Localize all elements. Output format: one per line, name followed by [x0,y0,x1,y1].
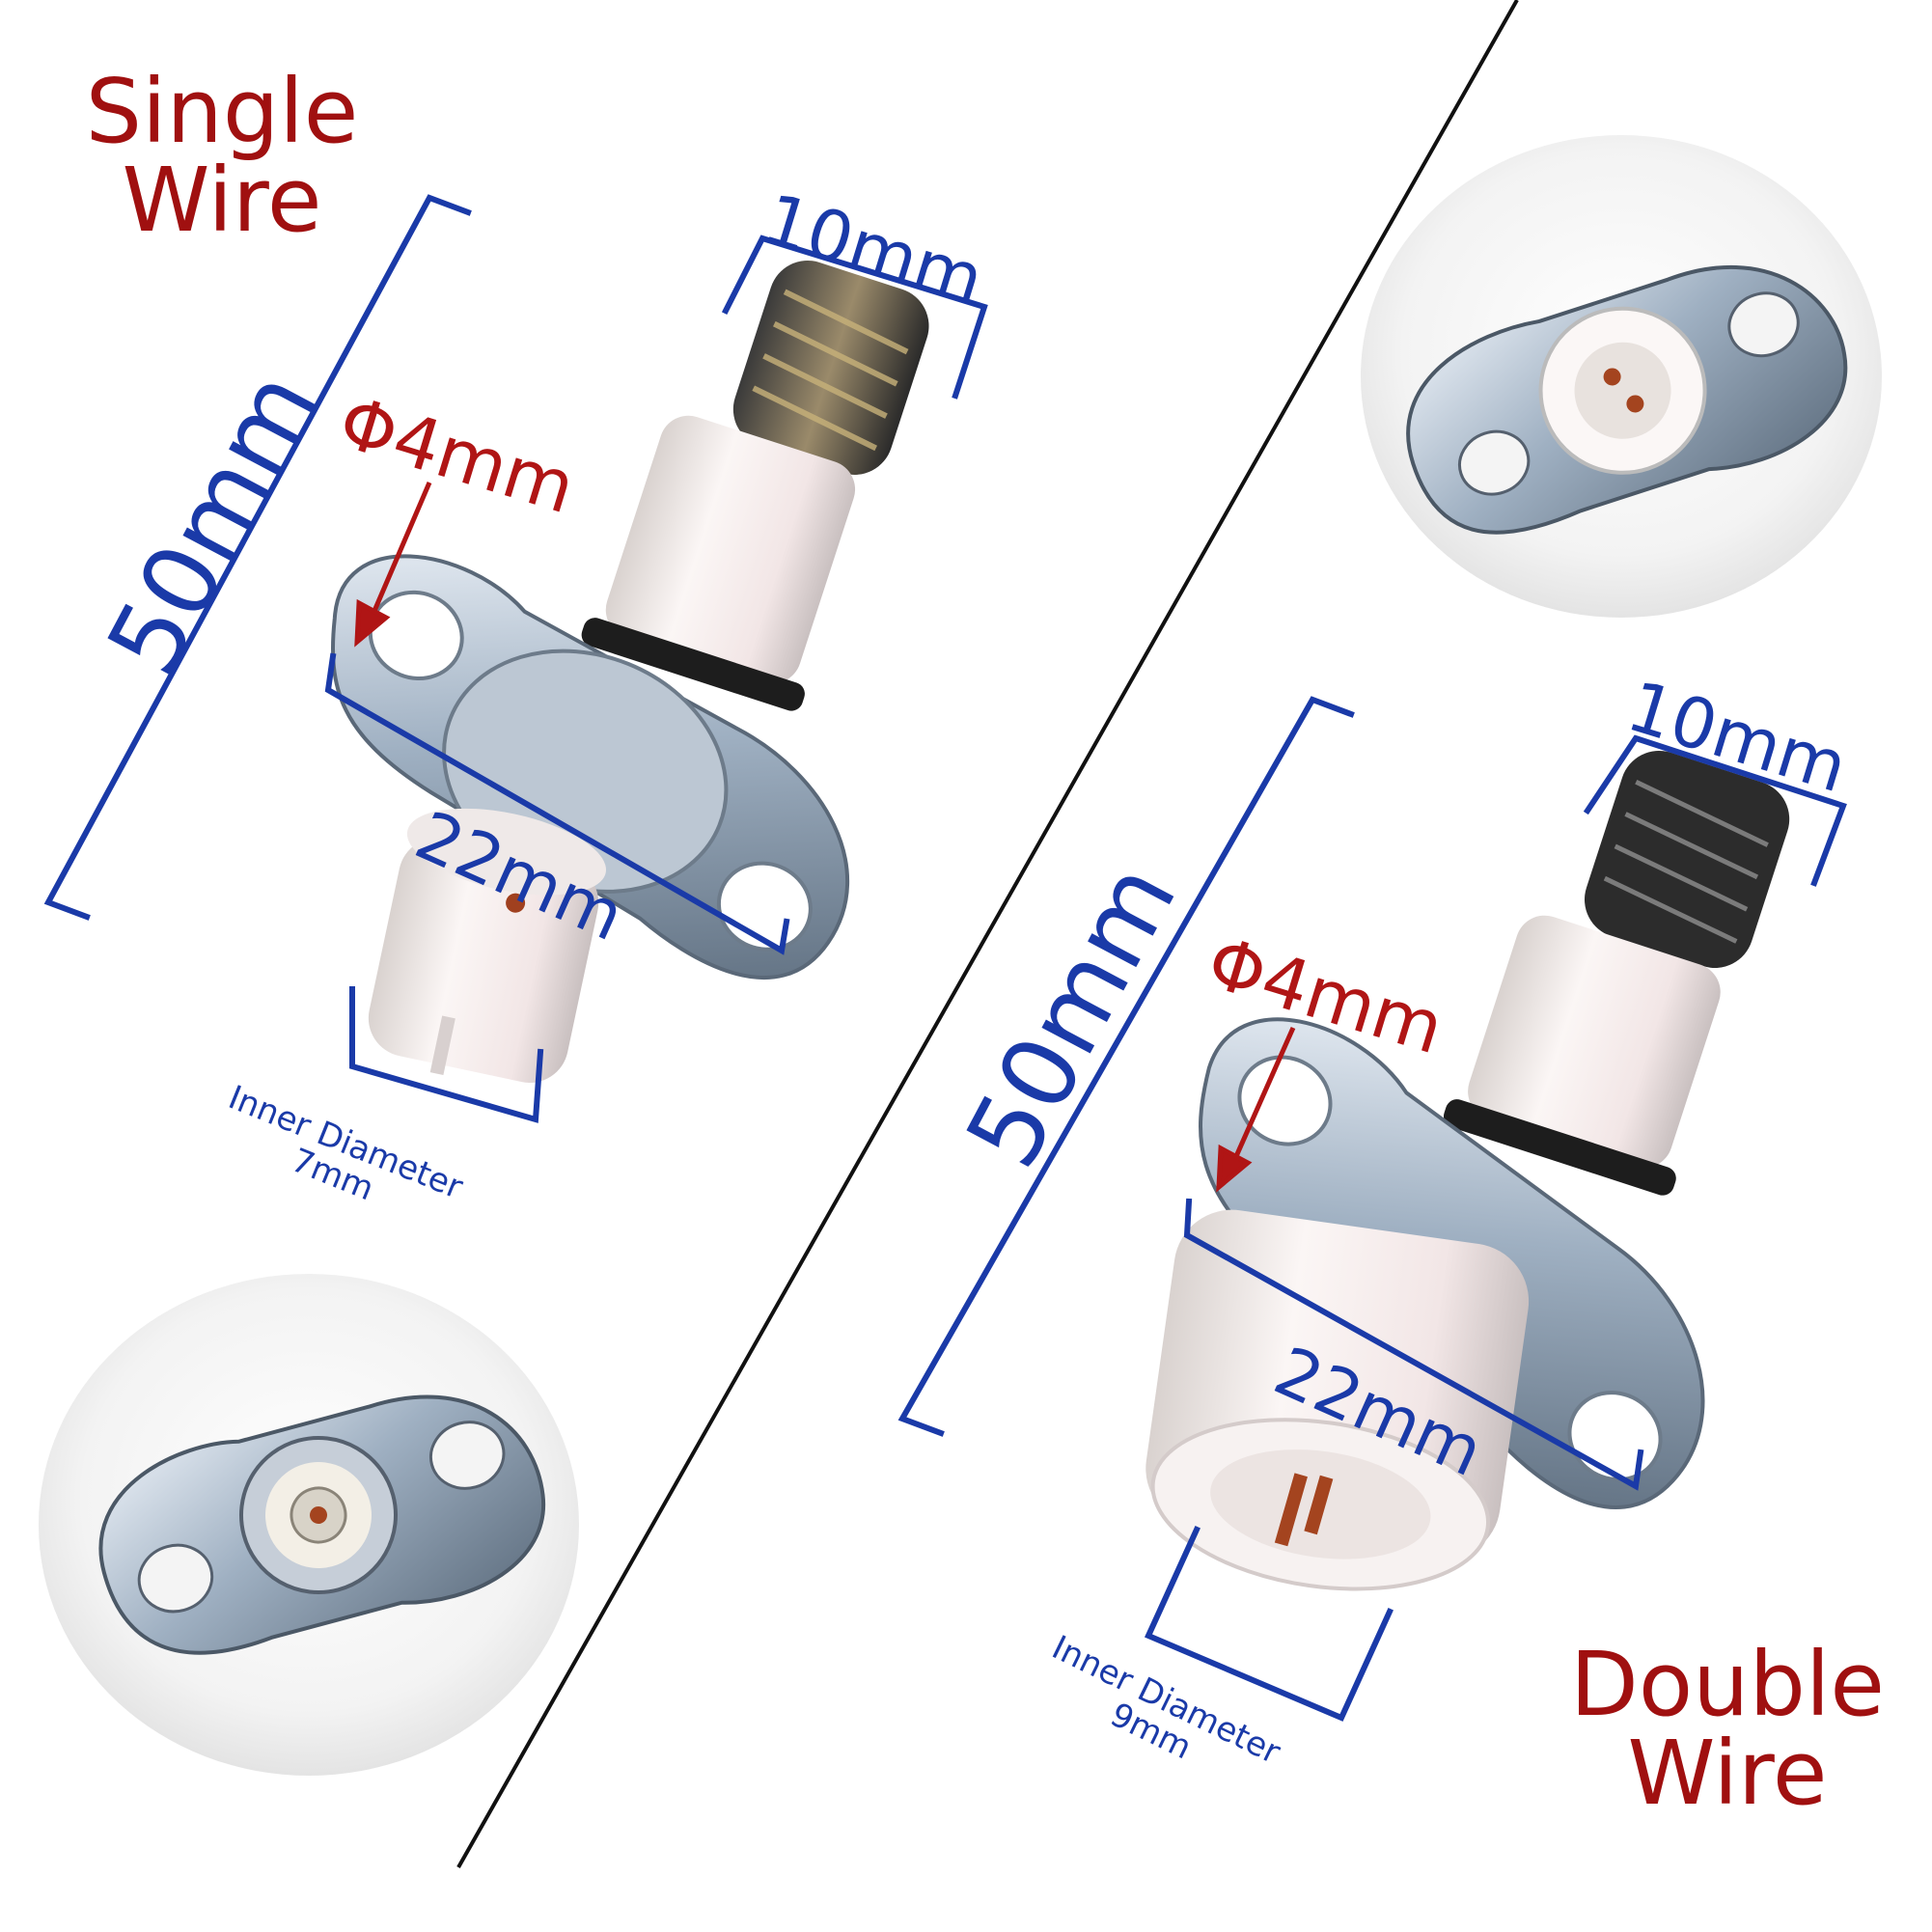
double-wire-title-line2: Wire [1627,1722,1828,1825]
single-wire-title-line2: Wire [122,149,322,252]
single-wire-title-line1: Single [85,60,359,163]
double-wire-igniter [1145,750,1790,1591]
single-wire-igniter [331,261,929,1083]
dimension-lines [43,194,1847,1722]
divider-line [456,0,1519,1868]
double-wire-title-line1: Double [1570,1633,1885,1736]
hole-arrows [354,482,1296,1193]
single-wire-end-view [39,1274,579,1776]
double-wire-title: Double Wire [1563,1641,1891,1818]
single-wire-title: Single Wire [58,68,386,245]
double-wire-end-view [1361,135,1882,618]
